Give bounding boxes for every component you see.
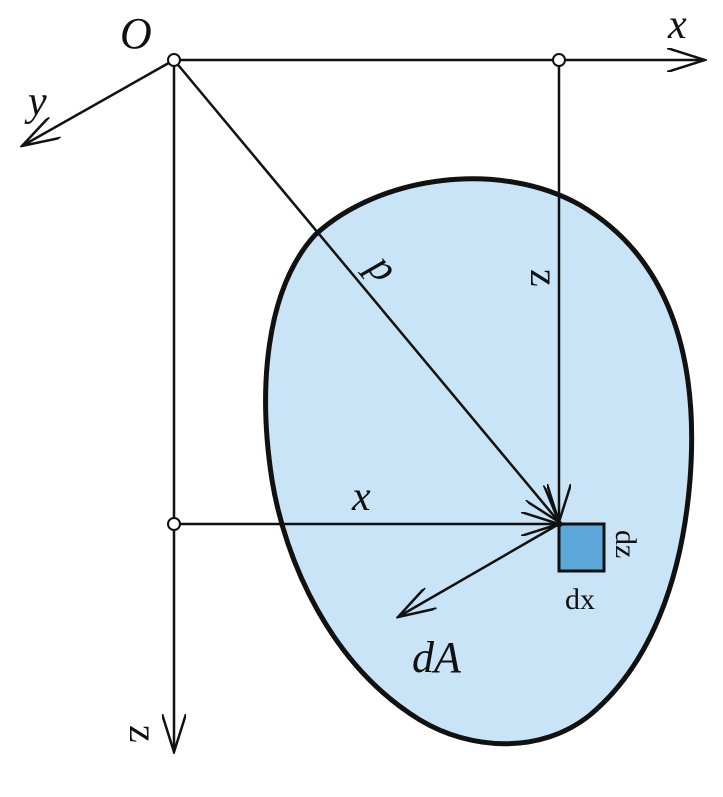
dz-label: dz [609,530,642,558]
dx-label: dx [565,583,595,616]
area-element [557,522,606,573]
cross-section-region [263,176,695,747]
origin-label: O [120,9,152,58]
x-axis-label: x [667,2,687,48]
x-distance-label: x [351,474,371,520]
dA-vector [398,522,560,617]
z-axis-label: z [121,725,166,743]
x-projection-point [552,53,566,67]
origin-point [167,53,181,67]
z-distance-label: z [522,269,567,287]
z-projection-point [167,517,181,531]
element-point [555,520,563,528]
y-axis [22,58,175,146]
dA-label: dA [412,633,462,682]
y-axis-label: y [24,79,47,125]
p-vector [173,59,559,522]
